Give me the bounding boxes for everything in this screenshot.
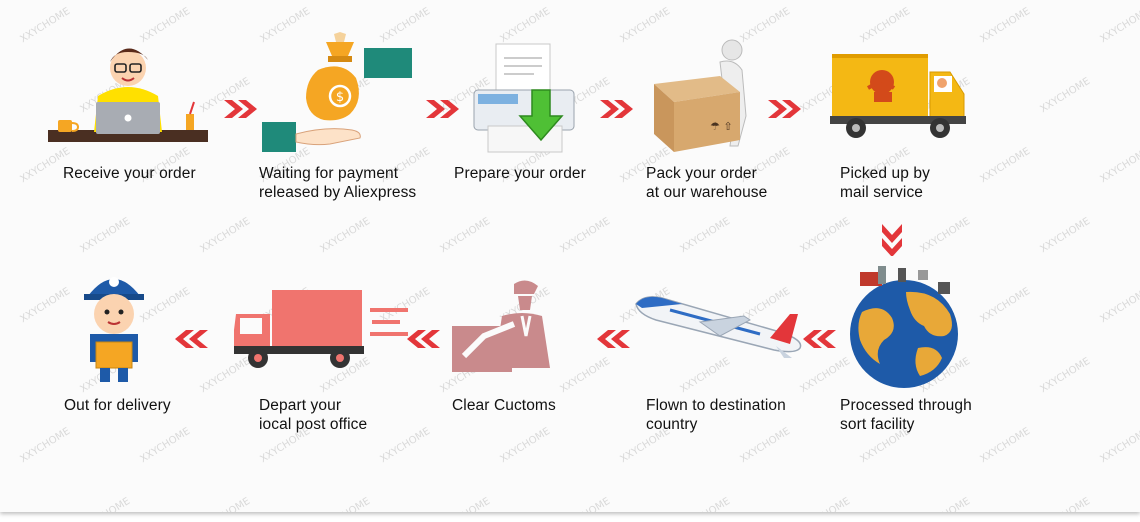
watermark-text: XXYCHOME (799, 496, 853, 512)
watermark-text: XXYCHOME (439, 496, 493, 512)
watermark-text: XXYCHOME (1098, 5, 1140, 46)
chevron-right-icon (424, 98, 462, 125)
watermark-text: XXYCHOME (1039, 496, 1093, 512)
chevron-right-icon (598, 98, 636, 125)
watermark-text: XXYCHOME (679, 496, 733, 512)
chevron-down-icon (880, 222, 904, 261)
chevron-left-icon (172, 328, 210, 355)
watermark-text: XXYCHOME (1038, 215, 1093, 256)
watermark-text: XXYCHOME (1098, 285, 1140, 326)
delivery-truck-icon (830, 52, 970, 144)
watermark-text: XXYCHOME (378, 425, 433, 466)
watermark-text: XXYCHOME (18, 285, 73, 326)
step-label-customs: Clear Cuctoms (452, 397, 556, 414)
watermark-text: XXYCHOME (1038, 355, 1093, 396)
watermark-text: XXYCHOME (78, 215, 133, 256)
watermark-text: XXYCHOME (18, 425, 73, 466)
watermark-text: XXYCHOME (919, 496, 973, 512)
delivery-courier-icon (74, 268, 154, 388)
watermark-text: XXYCHOME (79, 496, 133, 512)
step-label-receive: Receive your order (63, 165, 196, 182)
step-label-pickup: Picked up by mail service (840, 165, 930, 201)
svg-text:☂ ⇧: ☂ ⇧ (710, 120, 733, 133)
package-carrier-icon: ☂ ⇧ (650, 36, 760, 156)
watermark-text: XXYCHOME (1098, 425, 1140, 466)
watermark-text: XXYCHOME (558, 355, 613, 396)
step-label-sort: Processed through sort facility (840, 397, 972, 433)
airplane-icon (630, 288, 810, 362)
chevron-left-icon (594, 328, 632, 355)
svg-text:$: $ (336, 90, 344, 105)
watermark-text: XXYCHOME (978, 5, 1033, 46)
watermark-text: XXYCHOME (858, 5, 913, 46)
watermark-text: XXYCHOME (1038, 75, 1093, 116)
watermark-text: XXYCHOME (559, 496, 613, 512)
fast-truck-icon (232, 286, 412, 376)
watermark-text: XXYCHOME (678, 215, 733, 256)
payment-money-bag-icon: $ (260, 30, 420, 152)
printer-icon (470, 40, 580, 155)
globe-sort-facility-icon (842, 262, 972, 392)
watermark-text: XXYCHOME (199, 496, 253, 512)
step-label-pack: Pack your order at our warehouse (646, 165, 768, 201)
watermark-text: XXYCHOME (558, 215, 613, 256)
customs-officer-icon (448, 276, 558, 376)
watermark-text: XXYCHOME (798, 215, 853, 256)
step-label-prepare: Prepare your order (454, 165, 586, 182)
step-label-delivery: Out for delivery (64, 397, 171, 414)
chevron-right-icon (766, 98, 804, 125)
watermark-text: XXYCHOME (978, 425, 1033, 466)
watermark-text: XXYCHOME (978, 145, 1033, 186)
watermark-text: XXYCHOME (319, 496, 373, 512)
chevron-right-icon (222, 98, 260, 125)
watermark-text: XXYCHOME (918, 215, 973, 256)
watermark-text: XXYCHOME (138, 425, 193, 466)
watermark-text: XXYCHOME (498, 425, 553, 466)
watermark-text: XXYCHOME (438, 215, 493, 256)
step-label-depart: Depart your iocal post office (259, 397, 368, 433)
watermark-text: XXYCHOME (198, 215, 253, 256)
receive-order-icon (48, 32, 208, 152)
watermark-text: XXYCHOME (978, 285, 1033, 326)
chevron-left-icon (404, 328, 442, 355)
chevron-left-icon (800, 328, 838, 355)
step-label-payment: Waiting for payment released by Aliexpre… (259, 165, 417, 201)
step-label-flown: Flown to destination country (646, 397, 786, 433)
watermark-text: XXYCHOME (318, 215, 373, 256)
watermark-text: XXYCHOME (1098, 145, 1140, 186)
